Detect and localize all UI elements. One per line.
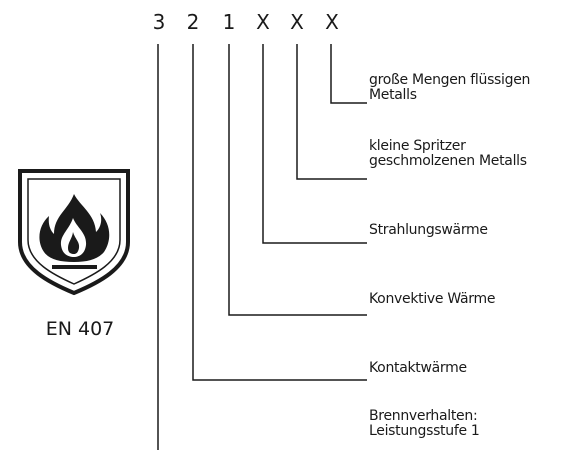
connector-digit-6 [330,44,367,104]
label-small-molten-splashes: kleine Spritzer geschmolzenen Metalls [369,138,527,169]
code-digit-small-splashes: X [256,10,270,34]
label-contact-heat: Kontaktwärme [369,360,467,376]
label-radiant-heat: Strahlungswärme [369,222,488,238]
code-digits: 3 2 1 X X X [0,10,580,40]
connector-digit-3 [228,44,367,316]
code-digit-radiant-heat: 1 [222,10,236,34]
code-digit-burning-behaviour: X [325,10,339,34]
label-large-molten-metal: große Mengen flüssigen Metalls [369,72,531,103]
code-digit-contact-heat: 3 [152,10,166,34]
code-digit-large-quantities: X [290,10,304,34]
connector-digit-2 [192,44,367,381]
code-digit-convective-heat: 2 [186,10,200,34]
connector-digit-5 [296,44,367,180]
connector-digit-4 [262,44,367,244]
label-burning-behaviour: Brennverhalten: Leistungsstufe 1 [369,408,480,439]
flame-shield-icon [18,169,130,296]
standard-code: EN 407 [45,318,115,340]
label-convective-heat: Konvektive Wärme [369,291,496,307]
